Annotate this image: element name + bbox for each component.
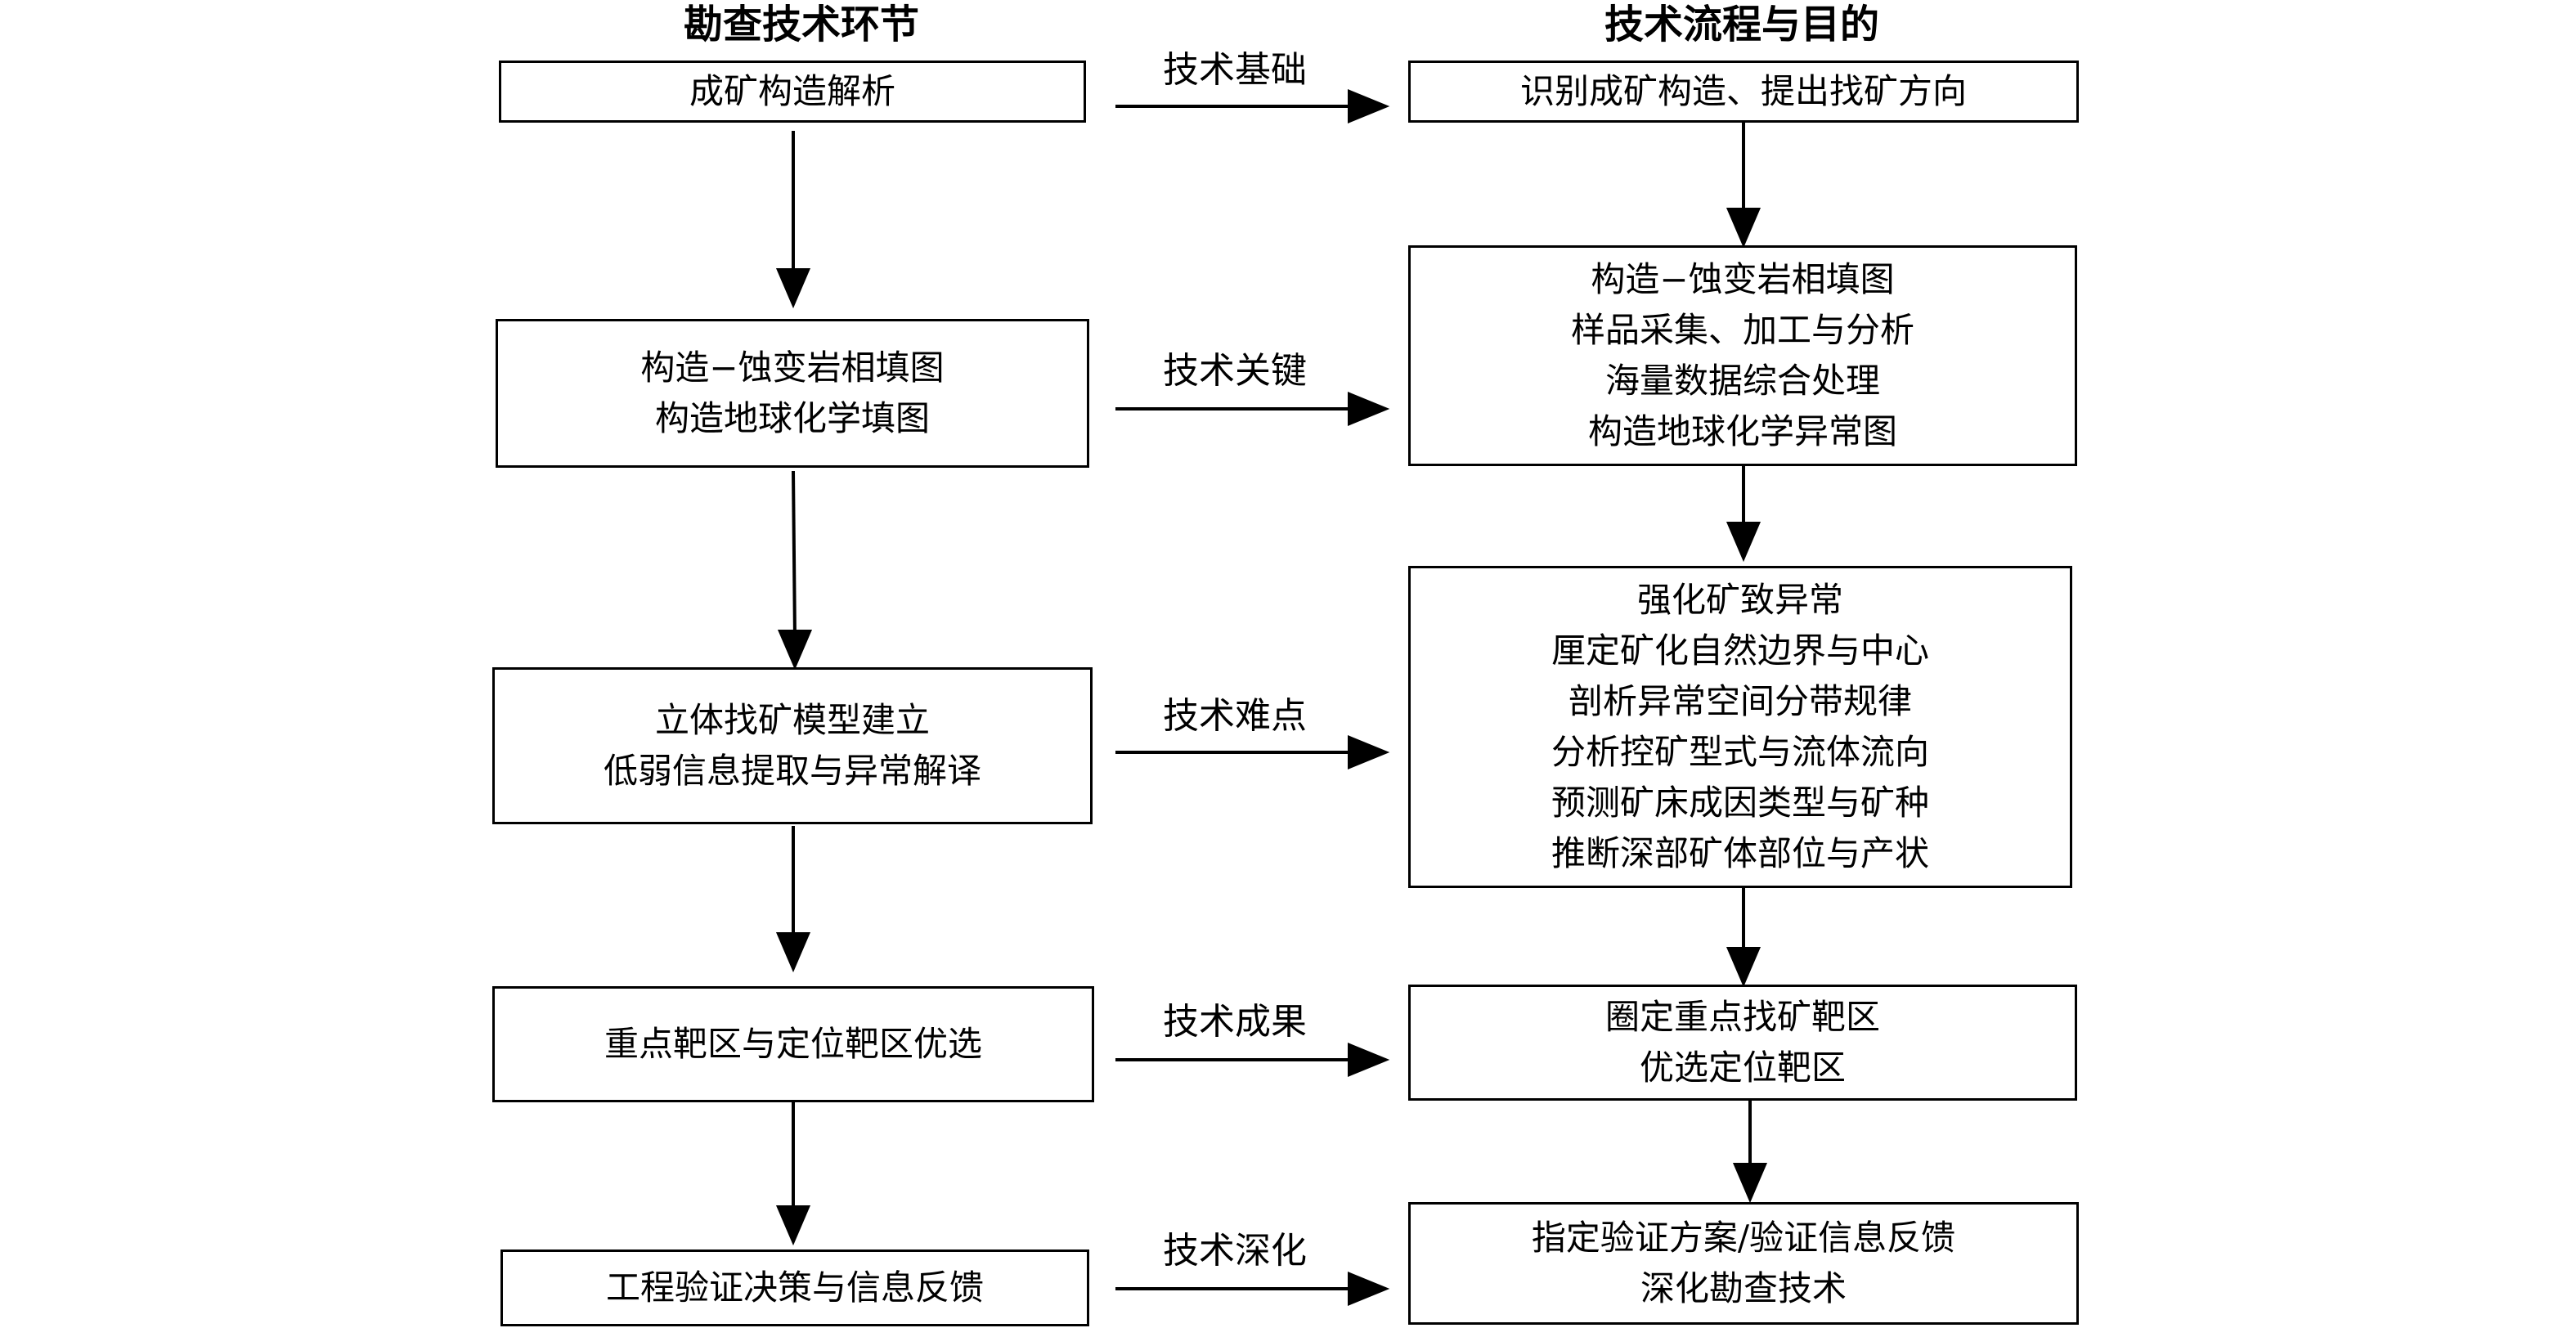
left-column-header: 勘查技术环节 bbox=[683, 2, 919, 47]
left-flow-arrows bbox=[775, 131, 813, 1246]
edge-label-3: 技术难点 bbox=[1163, 695, 1307, 737]
left-arrow-2 bbox=[792, 470, 797, 640]
left-box-5-line-1: 工程验证决策与信息反馈 bbox=[605, 1267, 984, 1308]
right-box-1-line-1: 识别成矿构造、提出找矿方向 bbox=[1519, 71, 1967, 111]
right-column-header: 技术流程与目的 bbox=[1604, 2, 1879, 47]
left-box-1-line-1: 成矿构造解析 bbox=[689, 71, 895, 111]
right-box-4: 圈定重点找矿靶区 优选定位靶区 bbox=[1408, 985, 2077, 1101]
left-box-1: 成矿构造解析 bbox=[499, 61, 1086, 123]
right-flow-arrows bbox=[1726, 121, 1768, 1204]
right-box-3-line-5: 预测矿床成因类型与矿种 bbox=[1551, 783, 1929, 823]
edge-label-2: 技术关键 bbox=[1163, 350, 1307, 392]
left-arrowhead-2 bbox=[777, 630, 813, 671]
h-arrowhead-2 bbox=[1348, 392, 1390, 426]
left-box-4-line-1: 重点靶区与定位靶区优选 bbox=[604, 1024, 982, 1064]
right-arrowhead-4 bbox=[1732, 1163, 1768, 1204]
edge-label-1: 技术基础 bbox=[1163, 49, 1307, 91]
edge-label-5: 技术深化 bbox=[1163, 1230, 1307, 1272]
right-box-5-line-2: 深化勘查技术 bbox=[1640, 1268, 1847, 1308]
left-arrowhead-1 bbox=[775, 268, 811, 309]
right-box-2-line-2: 样品采集、加工与分析 bbox=[1570, 310, 1914, 350]
left-box-2-line-1: 构造−蚀变岩相填图 bbox=[640, 348, 945, 388]
h-arrowhead-1 bbox=[1348, 89, 1390, 123]
edge-label-4: 技术成果 bbox=[1163, 1001, 1307, 1043]
right-box-2-line-3: 海量数据综合处理 bbox=[1604, 361, 1880, 401]
left-arrowhead-3 bbox=[775, 932, 811, 973]
right-box-4-line-1: 圈定重点找矿靶区 bbox=[1604, 997, 1880, 1037]
right-box-5-line-1: 指定验证方案/验证信息反馈 bbox=[1531, 1218, 1956, 1258]
h-arrowhead-4 bbox=[1348, 1043, 1390, 1077]
left-box-2-line-2: 构造地球化学填图 bbox=[654, 398, 930, 438]
right-box-5: 指定验证方案/验证信息反馈 深化勘查技术 bbox=[1408, 1202, 2079, 1325]
right-arrowhead-1 bbox=[1726, 208, 1761, 249]
horizontal-arrows bbox=[1115, 89, 1390, 1306]
right-box-2-line-1: 构造−蚀变岩相填图 bbox=[1591, 259, 1895, 299]
right-box-2-line-4: 构造地球化学异常图 bbox=[1587, 411, 1897, 451]
right-box-3-line-4: 分析控矿型式与流体流向 bbox=[1551, 732, 1929, 772]
left-box-3: 立体找矿模型建立 低弱信息提取与异常解译 bbox=[492, 667, 1093, 824]
h-arrowhead-5 bbox=[1348, 1272, 1390, 1306]
right-box-2: 构造−蚀变岩相填图 样品采集、加工与分析 海量数据综合处理 构造地球化学异常图 bbox=[1408, 245, 2077, 466]
right-box-3-line-3: 剖析异常空间分带规律 bbox=[1568, 681, 1912, 721]
right-arrowhead-2 bbox=[1726, 522, 1761, 563]
left-box-3-line-2: 低弱信息提取与异常解译 bbox=[603, 751, 981, 791]
right-box-3-line-2: 厘定矿化自然边界与中心 bbox=[1551, 630, 1929, 671]
right-box-4-line-2: 优选定位靶区 bbox=[1639, 1048, 1846, 1088]
right-box-3-line-6: 推断深部矿体部位与产状 bbox=[1551, 833, 1929, 873]
left-box-4: 重点靶区与定位靶区优选 bbox=[492, 986, 1094, 1102]
h-arrowhead-3 bbox=[1348, 735, 1390, 769]
right-arrowhead-3 bbox=[1726, 947, 1761, 988]
right-box-3: 强化矿致异常 厘定矿化自然边界与中心 剖析异常空间分带规律 分析控矿型式与流体流… bbox=[1408, 566, 2072, 888]
left-arrowhead-4 bbox=[775, 1205, 811, 1246]
left-box-3-line-1: 立体找矿模型建立 bbox=[654, 700, 930, 740]
left-box-5: 工程验证决策与信息反馈 bbox=[500, 1249, 1089, 1326]
left-box-2: 构造−蚀变岩相填图 构造地球化学填图 bbox=[496, 319, 1089, 468]
right-box-1: 识别成矿构造、提出找矿方向 bbox=[1408, 61, 2079, 123]
right-box-3-line-1: 强化矿致异常 bbox=[1636, 580, 1843, 620]
